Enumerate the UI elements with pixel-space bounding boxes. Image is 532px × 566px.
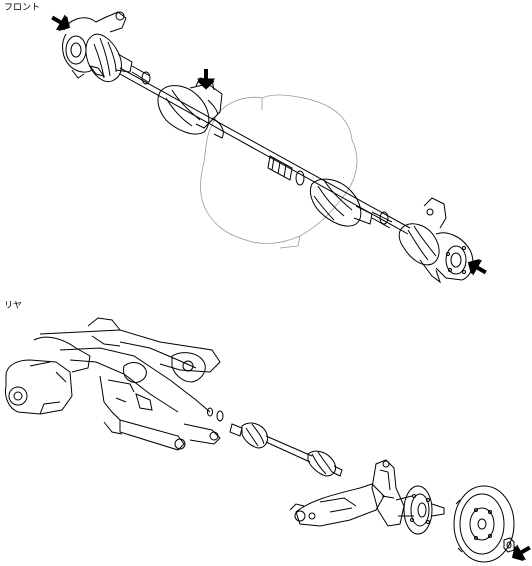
front-right-outer-boot (398, 223, 440, 266)
front-section-label: フロント (4, 3, 41, 13)
rear-control-arm (289, 483, 385, 527)
front-inner-housing (157, 77, 224, 139)
rear-lower-arm (103, 419, 221, 451)
rear-section-label: リヤ (4, 301, 23, 311)
rear-illustration (5, 317, 532, 566)
rear-hub (403, 485, 445, 535)
rear-inner-cv (229, 422, 269, 449)
rear-washer (207, 407, 224, 422)
front-right-inner-boot (309, 178, 373, 227)
front-main-shaft (119, 67, 411, 235)
front-left-cv-boot (85, 33, 133, 82)
arrow-icon (506, 538, 532, 566)
rear-brake-disc (453, 485, 515, 563)
front-right-knuckle (419, 197, 474, 284)
rear-differential (5, 336, 91, 415)
front-right-joint (371, 211, 393, 229)
rear-subframe (39, 317, 221, 421)
rear-outer-cv (307, 450, 343, 477)
front-center-spline (267, 155, 305, 186)
front-left-joint (131, 65, 151, 85)
front-illustration (46, 8, 492, 284)
rear-knuckle (371, 459, 414, 527)
rear-drive-shaft (265, 435, 313, 463)
